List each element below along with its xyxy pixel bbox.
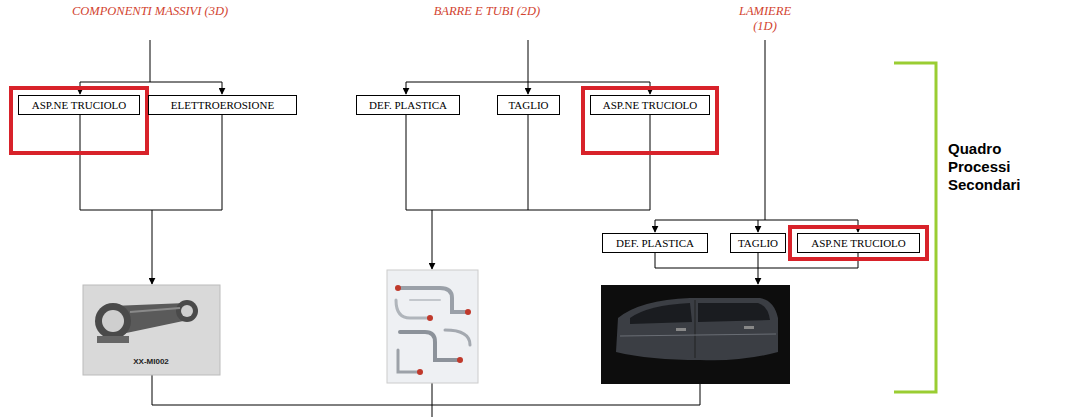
category-heading: BARRE E TUBI (2D) (432, 4, 542, 19)
connecting-rod-picture (83, 285, 220, 375)
process-box: ASP.NE TRUCIOLO (797, 233, 920, 253)
process-label: TAGLIO (738, 237, 778, 249)
process-box: ASP.NE TRUCIOLO (18, 95, 140, 115)
process-box: ASP.NE TRUCIOLO (590, 95, 710, 115)
tubes-picture (387, 270, 478, 383)
bracket (894, 63, 936, 392)
process-box: TAGLIO (730, 233, 786, 253)
process-label: ELETTROEROSIONE (171, 99, 274, 111)
process-box: DEF. PLASTICA (356, 95, 460, 115)
part-code: XX-MI002 (121, 357, 181, 367)
process-label: DEF. PLASTICA (369, 99, 447, 111)
process-box: TAGLIO (497, 95, 560, 115)
process-label: ASP.NE TRUCIOLO (811, 237, 906, 249)
category-heading: COMPONENTI MASSIVI (3D) (70, 4, 230, 19)
category-heading: LAMIERE (1D) (728, 4, 802, 34)
process-label: TAGLIO (508, 99, 548, 111)
process-label: DEF. PLASTICA (616, 237, 694, 249)
car-door-picture (601, 285, 790, 384)
highlight-frames (11, 88, 927, 259)
process-box: ELETTROEROSIONE (148, 95, 297, 115)
tree-lines (80, 40, 858, 417)
process-label: ASP.NE TRUCIOLO (603, 99, 698, 111)
process-box: DEF. PLASTICA (602, 233, 708, 253)
process-label: ASP.NE TRUCIOLO (32, 99, 127, 111)
bracket-label: Quadro Processi Secondari (948, 140, 1034, 194)
